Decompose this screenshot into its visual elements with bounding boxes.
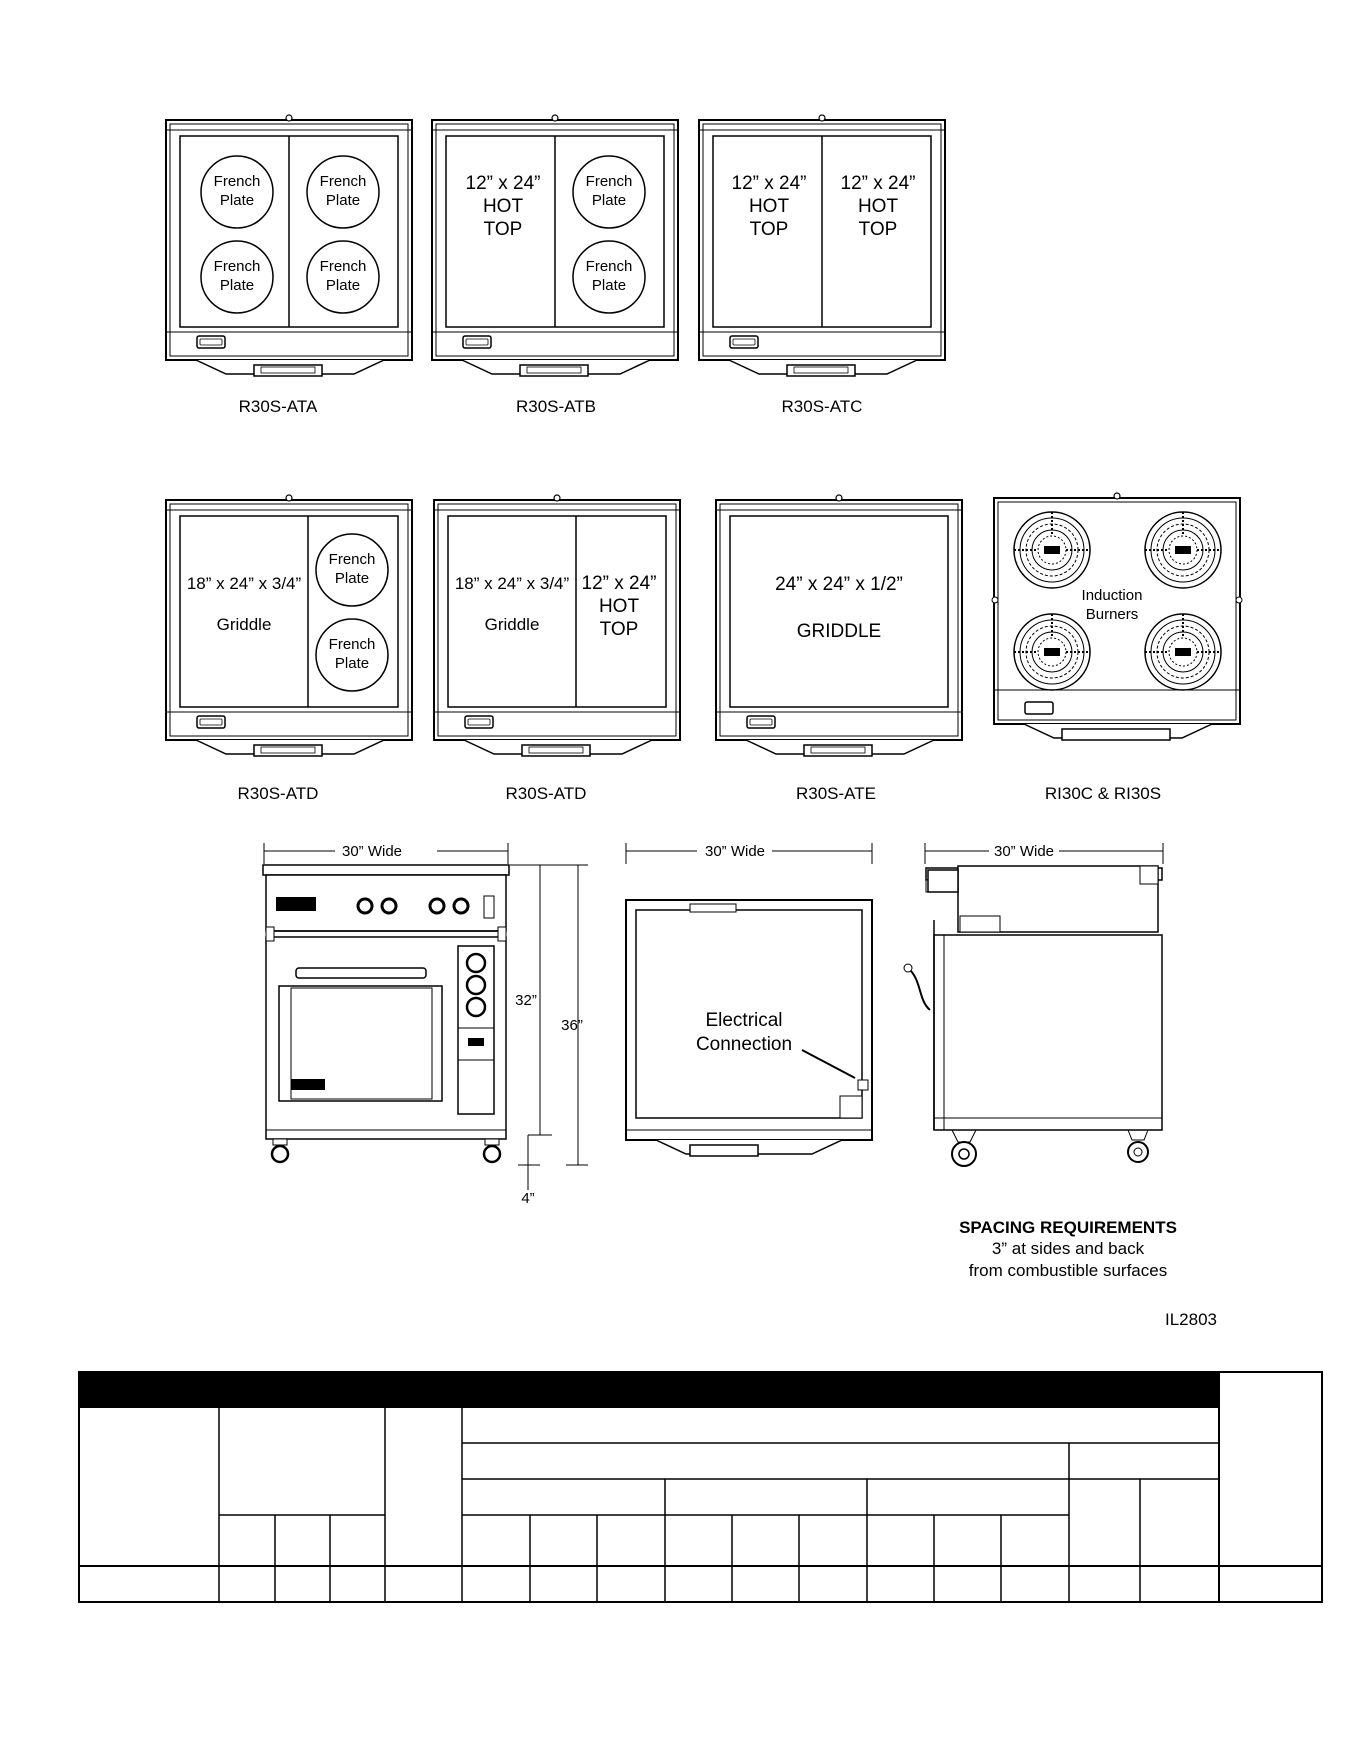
french-plate: French Plate	[315, 618, 389, 692]
range-r30s-atb: 12” x 24” HOT TOP French Plate French Pl…	[431, 114, 679, 377]
width-dimension: 30” Wide	[994, 843, 1054, 860]
illustration-id: IL2803	[1165, 1310, 1217, 1329]
french-plate: French Plate	[200, 155, 274, 229]
griddle-label: GRIDDLE	[797, 621, 881, 642]
model-label: R30S-ATB	[516, 397, 596, 416]
hot-top-label: TOP	[484, 219, 523, 240]
griddle-label: Griddle	[217, 615, 272, 634]
range-ri30: Induction Burners	[991, 492, 1243, 741]
svg-text:Plate: Plate	[335, 570, 369, 587]
griddle-size: 24” x 24” x 1/2”	[775, 574, 903, 595]
svg-text:French: French	[214, 258, 261, 275]
leg-height-dimension: 4”	[521, 1190, 534, 1207]
induction-label: Burners	[1086, 606, 1139, 623]
hot-top-label: HOT	[749, 196, 790, 217]
svg-text:Plate: Plate	[592, 277, 626, 294]
range-r30s-atd-french: 18” x 24” x 3/4” Griddle French Plate Fr…	[165, 494, 413, 757]
hot-top-label: TOP	[600, 619, 639, 640]
svg-text:French: French	[320, 173, 367, 190]
top-view: 30” Wide Electrical Connection	[625, 843, 873, 1157]
french-plate: French Plate	[315, 533, 389, 607]
model-label: R30S-ATC	[782, 397, 863, 416]
hot-top-label: TOP	[859, 219, 898, 240]
hot-top-label: HOT	[483, 196, 524, 217]
side-view: 30” Wide	[903, 843, 1164, 1167]
svg-text:French: French	[586, 173, 633, 190]
induction-burner	[1013, 511, 1091, 589]
svg-text:Plate: Plate	[326, 192, 360, 209]
table-header-bar	[79, 1372, 1219, 1408]
hot-top-label: HOT	[599, 596, 640, 617]
range-r30s-atc: 12” x 24” HOT TOP 12” x 24” HOT TOP	[698, 114, 946, 377]
hot-top-size: 12” x 24”	[841, 173, 916, 194]
svg-text:French: French	[320, 258, 367, 275]
height-36-dimension: 36”	[561, 1017, 583, 1034]
model-label: R30S-ATA	[239, 397, 318, 416]
hot-top-size: 12” x 24”	[582, 573, 657, 594]
spacing-line: 3” at sides and back	[992, 1239, 1145, 1258]
model-label: R30S-ATD	[238, 784, 319, 803]
range-r30s-ata: French Plate French Plate French Plate F…	[165, 114, 413, 377]
front-view: 30” Wide 32” 36”	[262, 843, 588, 1207]
electrical-label: Electrical	[705, 1010, 782, 1031]
griddle-size: 18” x 24” x 3/4”	[187, 574, 302, 593]
induction-burner	[1013, 613, 1091, 691]
induction-burner	[1144, 511, 1222, 589]
french-plate: French Plate	[572, 240, 646, 314]
svg-text:Plate: Plate	[220, 192, 254, 209]
model-label: R30S-ATD	[506, 784, 587, 803]
griddle-label: Griddle	[485, 615, 540, 634]
width-dimension: 30” Wide	[342, 843, 402, 860]
svg-text:Plate: Plate	[335, 655, 369, 672]
induction-burner	[1144, 613, 1222, 691]
french-plate: French Plate	[572, 155, 646, 229]
hot-top-label: TOP	[750, 219, 789, 240]
svg-text:Plate: Plate	[220, 277, 254, 294]
french-plate: French Plate	[306, 240, 380, 314]
spacing-line: from combustible surfaces	[969, 1261, 1167, 1280]
height-32-dimension: 32”	[515, 992, 537, 1009]
svg-text:Plate: Plate	[592, 192, 626, 209]
svg-text:French: French	[329, 636, 376, 653]
hot-top-size: 12” x 24”	[732, 173, 807, 194]
width-dimension: 30” Wide	[705, 843, 765, 860]
model-label: R30S-ATE	[796, 784, 876, 803]
hot-top-label: HOT	[858, 196, 899, 217]
svg-text:Plate: Plate	[326, 277, 360, 294]
svg-text:French: French	[586, 258, 633, 275]
range-r30s-atd-hottop: 18” x 24” x 3/4” Griddle 12” x 24” HOT T…	[433, 494, 681, 757]
hot-top-size: 12” x 24”	[466, 173, 541, 194]
svg-text:French: French	[214, 173, 261, 190]
model-label: RI30C & RI30S	[1045, 784, 1161, 803]
french-plate: French Plate	[306, 155, 380, 229]
svg-text:French: French	[329, 551, 376, 568]
griddle-size: 18” x 24” x 3/4”	[455, 574, 570, 593]
french-plate: French Plate	[200, 240, 274, 314]
spacing-title: SPACING REQUIREMENTS	[959, 1218, 1177, 1237]
range-r30s-ate: 24” x 24” x 1/2” GRIDDLE	[715, 494, 963, 757]
spec-table	[78, 1371, 1323, 1603]
electrical-label: Connection	[696, 1034, 792, 1055]
induction-label: Induction	[1082, 587, 1143, 604]
